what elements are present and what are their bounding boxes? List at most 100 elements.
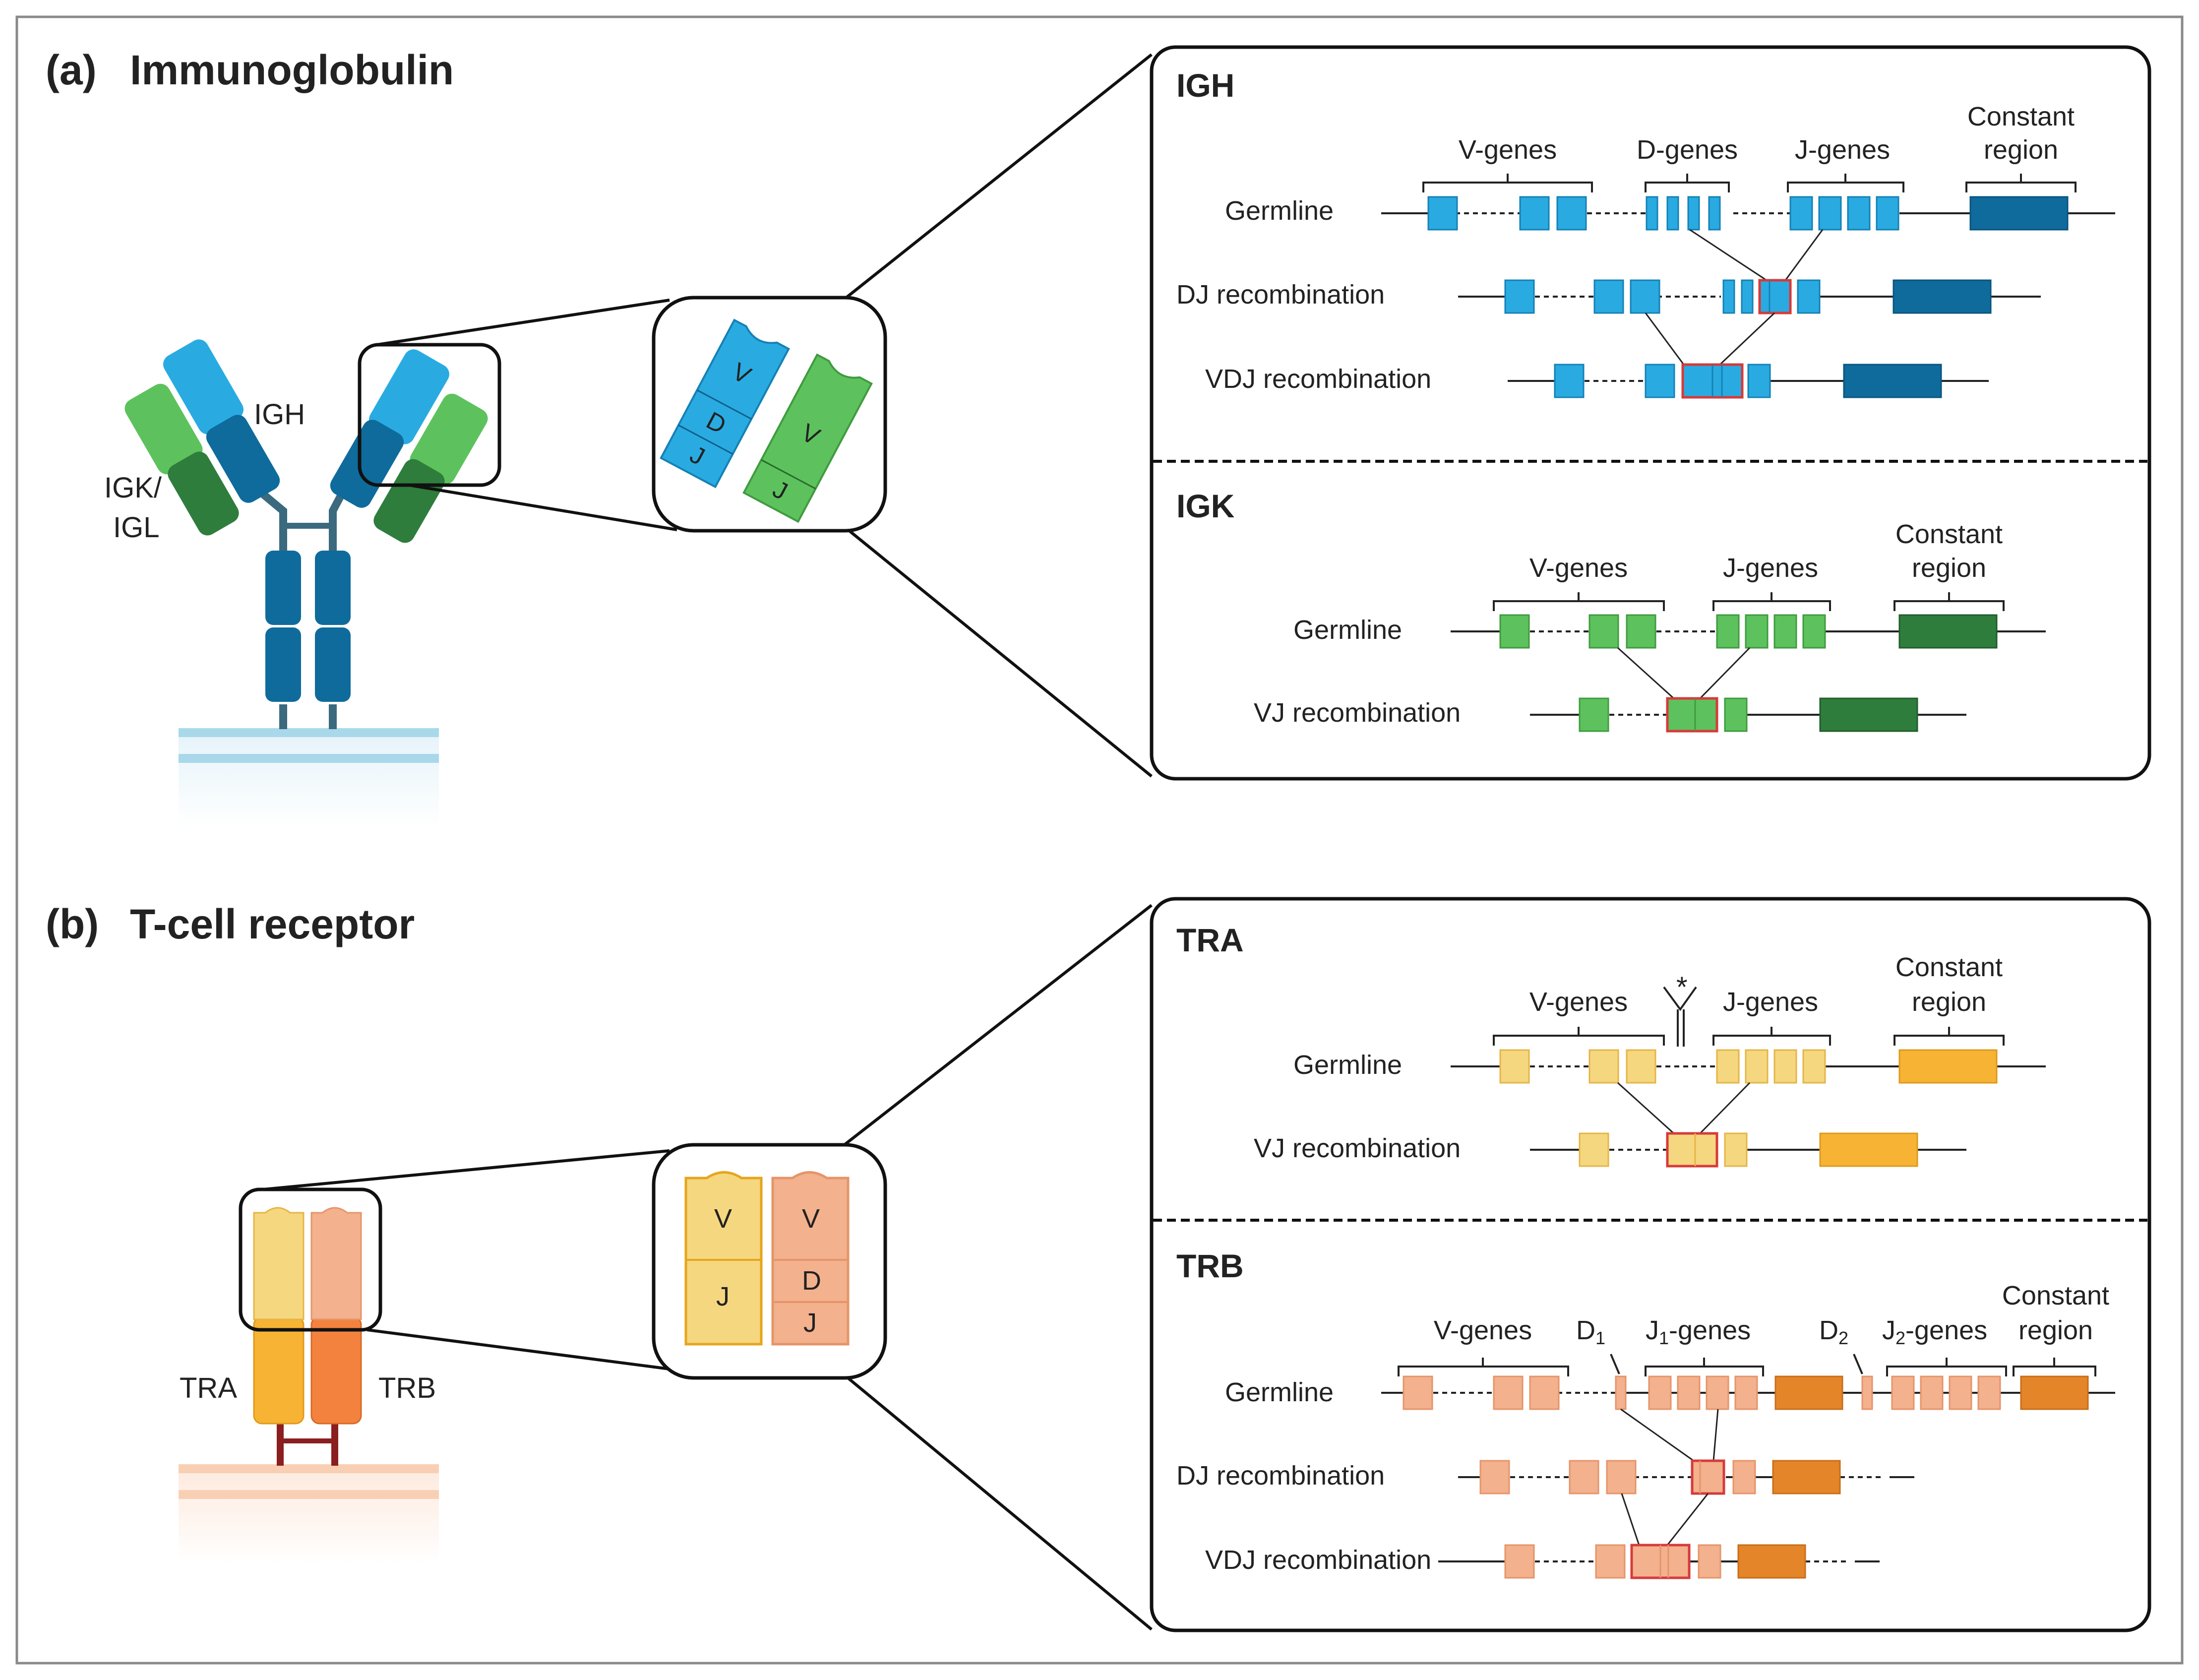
v-gene-segment	[1427, 196, 1458, 231]
group-label-v-genes: V-genes	[1459, 135, 1557, 165]
v-gene-segment	[1519, 196, 1550, 231]
section-a-letter: (a)	[46, 47, 97, 93]
bracket-v	[1493, 592, 1665, 611]
group-label-constant: region	[1912, 553, 1986, 583]
constant-region	[1843, 364, 1942, 398]
zoom-label-j: J	[716, 1282, 730, 1311]
trb-germline-row	[1381, 1375, 2115, 1410]
c1-constant-region	[1737, 1544, 1806, 1579]
j1-gene-segment	[1698, 1544, 1721, 1579]
j-gene-segment	[1724, 1132, 1748, 1167]
j-gene-segment	[1745, 1049, 1769, 1084]
igk-igl-molecule-label: IGL	[113, 511, 160, 544]
d2-gene-segment	[1861, 1375, 1873, 1410]
j-gene-segment	[1789, 196, 1813, 231]
row-label-vj: VJ recombination	[1254, 1133, 1461, 1163]
igh-germline-row	[1381, 196, 2115, 231]
cell-membrane-b	[179, 1464, 439, 1563]
zoom-label-j: J	[803, 1308, 817, 1338]
j1-gene-segment	[1677, 1375, 1701, 1410]
v-gene-segment	[1529, 1375, 1560, 1410]
d-gene-segment	[1722, 279, 1735, 314]
bracket-j	[1712, 1027, 1831, 1046]
j-gene-segment	[1724, 697, 1748, 732]
v-gene-segment	[1493, 1375, 1524, 1410]
tra-germline-row	[1451, 1049, 2046, 1084]
c1-constant-region	[1772, 1460, 1841, 1494]
light-constant-domain	[373, 459, 445, 543]
j2-gene-segment	[1977, 1375, 2001, 1410]
constant-region	[1898, 614, 1998, 649]
c1-constant-region	[1774, 1375, 1843, 1410]
bracket-constant	[1894, 1027, 2005, 1046]
group-label-j1-genes: J1-genes	[1646, 1315, 1751, 1348]
c2-constant-region	[2020, 1375, 2089, 1410]
group-label-d-genes: D-genes	[1637, 135, 1738, 165]
dj-joined-segment	[1758, 279, 1792, 314]
j1-gene-segment	[1648, 1375, 1672, 1410]
v-gene-segment	[1569, 1460, 1599, 1494]
heavy-constant-domain	[315, 627, 351, 702]
bracket-j	[1787, 174, 1904, 192]
row-label-germline: Germline	[1225, 196, 1334, 226]
group-label-constant: Constant	[1967, 102, 2075, 131]
v-gene-segment	[1403, 1375, 1433, 1410]
d1-pointer	[1610, 1354, 1620, 1374]
heavy-variable-domain	[369, 349, 449, 444]
v-gene-segment	[1645, 364, 1675, 398]
d-gene-segment	[1666, 196, 1679, 231]
row-label-dj: DJ recombination	[1176, 280, 1385, 310]
heavy-constant-domain	[265, 627, 301, 702]
trb-constant-domain	[310, 1316, 362, 1425]
constant-region	[1819, 697, 1918, 732]
j2-gene-segment	[1920, 1375, 1944, 1410]
group-label-constant: Constant	[2002, 1281, 2109, 1310]
tra-variable-segment	[684, 1171, 763, 1346]
gene-panel-a	[1150, 45, 2151, 781]
group-label-constant: region	[1912, 987, 1986, 1017]
bracket-j2	[1886, 1358, 2007, 1376]
j1-gene-segment	[1732, 1460, 1756, 1494]
row-label-germline: Germline	[1293, 1050, 1402, 1080]
zoom-label-v: V	[802, 1204, 820, 1234]
section-a-title: Immunoglobulin	[130, 47, 454, 93]
igh-dj-row	[1458, 279, 2041, 314]
d-gene-segment	[1687, 196, 1700, 231]
v-gene-segment	[1595, 1544, 1626, 1579]
d-gene-segment	[1646, 196, 1658, 231]
tcr-molecule	[253, 1207, 362, 1466]
vj-joined-segment	[1666, 697, 1718, 733]
vj-joined-segment	[1666, 1132, 1718, 1168]
row-label-vj: VJ recombination	[1254, 698, 1461, 728]
group-label-j-genes: J-genes	[1723, 987, 1818, 1017]
figure-frame	[15, 15, 2184, 1665]
trb-vdj-row	[1438, 1544, 1880, 1579]
gene-panel-b	[1150, 897, 2151, 1632]
j-gene-segment	[1802, 614, 1826, 649]
tra-molecule-label: TRA	[180, 1372, 237, 1404]
row-label-dj: DJ recombination	[1176, 1461, 1385, 1491]
antibody-molecule	[124, 339, 488, 729]
light-variable-segment	[742, 353, 873, 523]
bracket-constant	[1965, 174, 2077, 192]
cell-membrane-a	[179, 728, 439, 827]
heavy-constant-domain	[265, 551, 301, 625]
heavy-ch1-domain	[206, 415, 280, 503]
asterisk-marker: *	[1676, 971, 1688, 1003]
group-label-constant: region	[2018, 1315, 2093, 1345]
bracket-constant	[2013, 1358, 2096, 1376]
bracket-j	[1712, 592, 1831, 611]
v-gene-segment	[1588, 1049, 1619, 1084]
v-gene-segment	[1504, 1544, 1535, 1579]
j-gene-segment	[1818, 196, 1842, 231]
j-gene-segment	[1745, 614, 1769, 649]
v-gene-segment	[1626, 1049, 1656, 1084]
section-a: (a) Immunoglobulin	[46, 45, 2151, 827]
row-label-germline: Germline	[1225, 1377, 1334, 1407]
group-label-constant: region	[1984, 135, 2058, 165]
bracket-constant	[1894, 592, 2005, 611]
bracket-j1	[1645, 1358, 1764, 1376]
tra-vj-row	[1530, 1132, 1966, 1168]
igk-vj-row	[1530, 697, 1966, 733]
